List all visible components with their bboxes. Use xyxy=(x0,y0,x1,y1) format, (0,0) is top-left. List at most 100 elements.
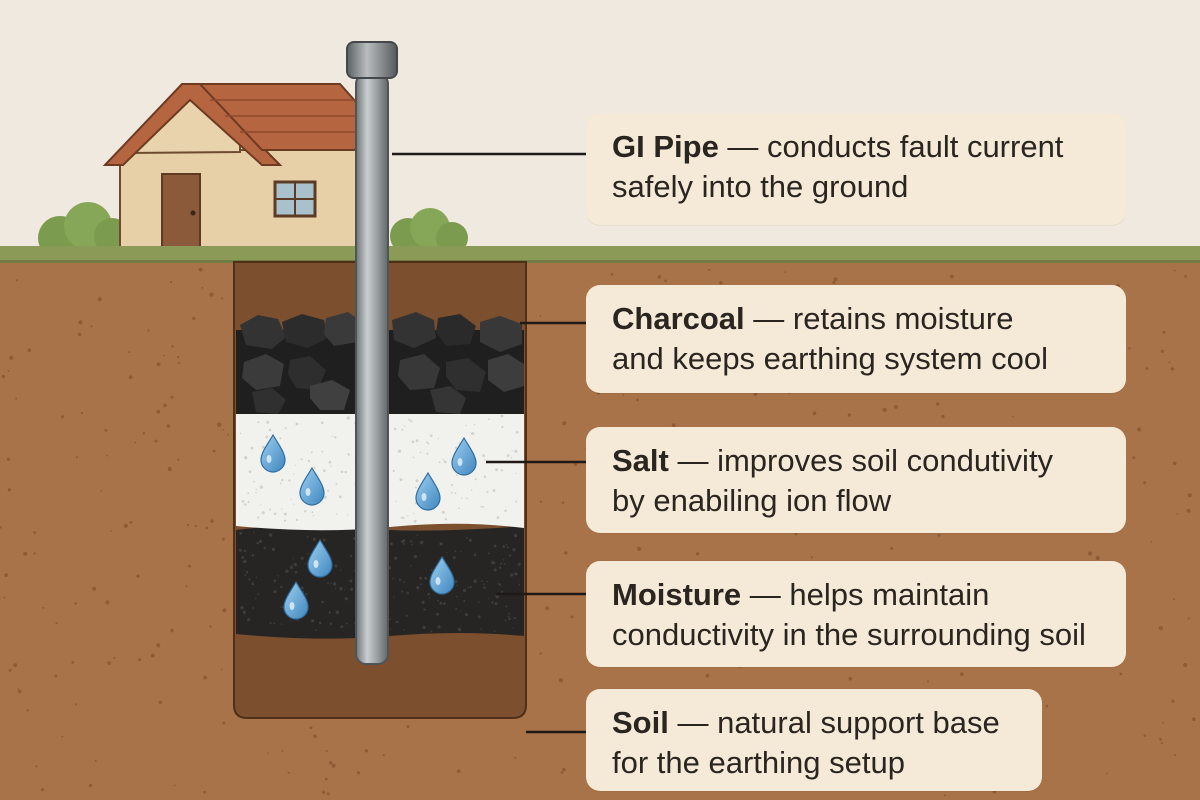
texture-dot xyxy=(570,615,574,619)
texture-dot xyxy=(438,461,441,464)
texture-dot xyxy=(71,661,75,664)
label-line: Moisture — helps maintain xyxy=(612,575,1100,615)
texture-dot xyxy=(511,450,513,452)
texture-dot xyxy=(430,568,433,571)
texture-dot xyxy=(128,351,131,354)
texture-dot xyxy=(393,596,395,598)
texture-dot xyxy=(244,456,248,460)
texture-dot xyxy=(496,516,500,519)
texture-dot xyxy=(1187,617,1190,620)
texture-dot xyxy=(26,709,29,712)
texture-dot xyxy=(55,622,58,625)
label-separator: — xyxy=(668,705,718,740)
texture-dot xyxy=(1176,513,1179,515)
texture-dot xyxy=(456,769,461,774)
texture-dot xyxy=(15,279,19,282)
texture-dot xyxy=(346,514,349,516)
texture-dot xyxy=(306,536,309,538)
texture-dot xyxy=(17,689,22,694)
texture-dot xyxy=(463,588,467,593)
texture-dot xyxy=(508,617,511,621)
texture-dot xyxy=(423,608,426,611)
texture-dot xyxy=(1162,721,1165,724)
texture-dot xyxy=(402,516,405,519)
texture-dot xyxy=(261,445,265,449)
texture-dot xyxy=(429,434,433,438)
texture-dot xyxy=(241,500,245,503)
texture-dot xyxy=(514,572,518,576)
texture-dot xyxy=(222,721,226,725)
texture-dot xyxy=(312,514,315,517)
texture-dot xyxy=(460,551,462,553)
texture-dot xyxy=(515,500,518,503)
texture-dot xyxy=(455,608,458,610)
texture-dot xyxy=(1012,415,1014,418)
texture-dot xyxy=(455,474,458,477)
texture-dot xyxy=(1183,662,1188,668)
label-separator: — xyxy=(718,129,768,164)
texture-dot xyxy=(313,734,317,738)
texture-dot xyxy=(487,552,490,555)
texture-dot xyxy=(437,599,440,602)
label-desc: for the earthing setup xyxy=(612,745,905,780)
texture-dot xyxy=(492,561,496,565)
texture-dot xyxy=(364,749,369,753)
texture-dot xyxy=(471,432,475,435)
texture-dot xyxy=(289,619,292,622)
texture-dot xyxy=(8,668,12,672)
texture-dot xyxy=(74,602,77,605)
texture-dot xyxy=(410,540,413,543)
texture-dot xyxy=(514,533,518,538)
texture-dot xyxy=(832,280,836,284)
texture-dot xyxy=(166,424,170,428)
texture-dot xyxy=(78,332,82,337)
texture-dot xyxy=(273,579,277,582)
texture-dot xyxy=(510,573,514,577)
texture-dot xyxy=(695,552,700,556)
texture-dot xyxy=(1173,269,1176,272)
texture-dot xyxy=(295,422,299,426)
texture-dot xyxy=(415,439,419,443)
texture-dot xyxy=(493,544,497,548)
label-name: Soil xyxy=(612,705,669,740)
texture-dot xyxy=(280,606,282,608)
texture-dot xyxy=(1088,551,1093,556)
texture-dot xyxy=(482,454,485,457)
texture-dot xyxy=(296,619,299,622)
texture-dot xyxy=(330,582,332,585)
texture-dot xyxy=(422,625,426,630)
label-name: GI Pipe xyxy=(612,129,719,164)
texture-dot xyxy=(451,484,454,487)
texture-dot xyxy=(238,548,242,552)
texture-dot xyxy=(460,610,462,612)
label-separator: — xyxy=(741,577,790,612)
texture-dot xyxy=(280,585,283,589)
texture-dot xyxy=(217,422,222,427)
texture-dot xyxy=(937,533,941,537)
texture-dot xyxy=(356,771,361,775)
texture-dot xyxy=(1191,717,1196,722)
texture-dot xyxy=(429,597,431,599)
label-line: Charcoal — retains moisture xyxy=(612,299,1100,339)
texture-dot xyxy=(282,606,284,608)
texture-dot xyxy=(393,427,397,431)
texture-dot xyxy=(403,425,406,427)
texture-dot xyxy=(573,462,578,467)
texture-dot xyxy=(406,591,409,595)
texture-dot xyxy=(311,511,314,514)
texture-dot xyxy=(323,495,327,499)
texture-dot xyxy=(437,625,441,629)
texture-dot xyxy=(408,418,411,421)
texture-dot xyxy=(328,611,331,614)
texture-dot xyxy=(268,533,273,537)
texture-dot xyxy=(340,470,344,474)
texture-dot xyxy=(419,540,424,545)
texture-dot xyxy=(256,542,259,545)
texture-dot xyxy=(500,469,504,472)
texture-dot xyxy=(209,625,212,628)
texture-dot xyxy=(177,355,180,359)
texture-dot xyxy=(636,398,639,402)
grass-edge xyxy=(0,260,1200,263)
texture-dot xyxy=(1170,367,1175,371)
